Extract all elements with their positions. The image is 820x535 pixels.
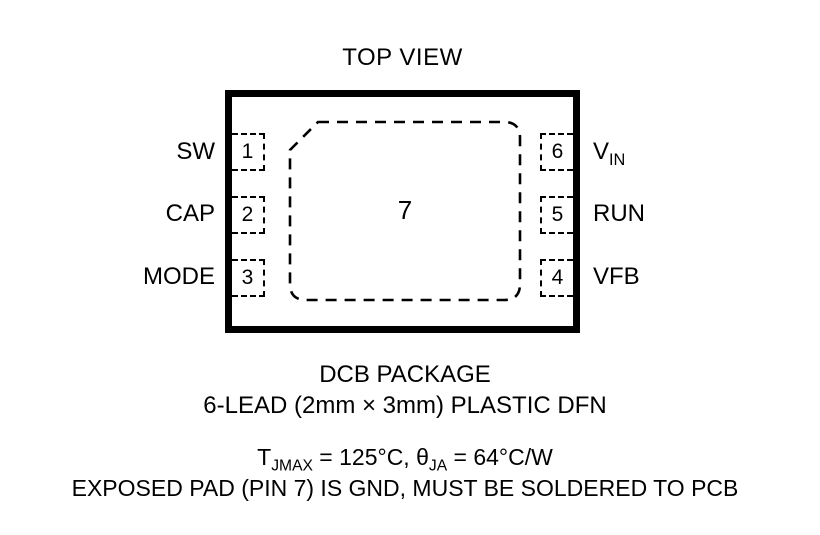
pin-4-number: 4 (551, 266, 564, 289)
package-description: 6-LEAD (2mm × 3mm) PLASTIC DFN (203, 392, 607, 419)
pin-3-number: 3 (241, 266, 254, 289)
pin-1-box: 1 (232, 133, 265, 171)
pin-6-number: 6 (551, 140, 564, 163)
pin-1-number: 1 (241, 140, 254, 163)
thermal-mid: = 125°C, θ (312, 444, 429, 470)
pin-2-box: 2 (232, 196, 265, 234)
pin-6-box: 6 (540, 133, 573, 171)
pin-label-sw: SW (176, 138, 215, 165)
pin-label-vin: VIN (593, 138, 783, 168)
package-name: DCB PACKAGE (319, 361, 491, 388)
pin-label-run: RUN (593, 200, 645, 227)
thermal-t: T (257, 444, 272, 470)
pin-label-vfb: VFB (593, 263, 640, 290)
pin-5-box: 5 (540, 196, 573, 234)
pin-2-number: 2 (241, 203, 254, 226)
thermal-theta-sub: JA (428, 457, 448, 475)
pin-label-cap: CAP (165, 200, 215, 227)
thermal-t-sub: JMAX (271, 457, 313, 475)
exposed-pad-note: EXPOSED PAD (PIN 7) IS GND, MUST BE SOLD… (71, 475, 739, 501)
diagram-title: TOP VIEW (342, 44, 463, 71)
package-outline: 7 1 2 3 6 5 4 (225, 90, 580, 333)
thermal-note: TJMAX = 125°C, θJA = 64°C/W (0, 444, 810, 474)
pin-3-box: 3 (232, 259, 265, 297)
pin-5-number: 5 (551, 203, 564, 226)
exposed-pad-outline (288, 120, 522, 302)
pin-label-mode: MODE (143, 263, 215, 290)
pin-4-box: 4 (540, 259, 573, 297)
pin-label-vin-main: V (593, 138, 610, 165)
thermal-end: = 64°C/W (447, 444, 553, 470)
exposed-pad-number: 7 (397, 195, 413, 225)
pin-label-vin-sub: IN (609, 150, 626, 169)
